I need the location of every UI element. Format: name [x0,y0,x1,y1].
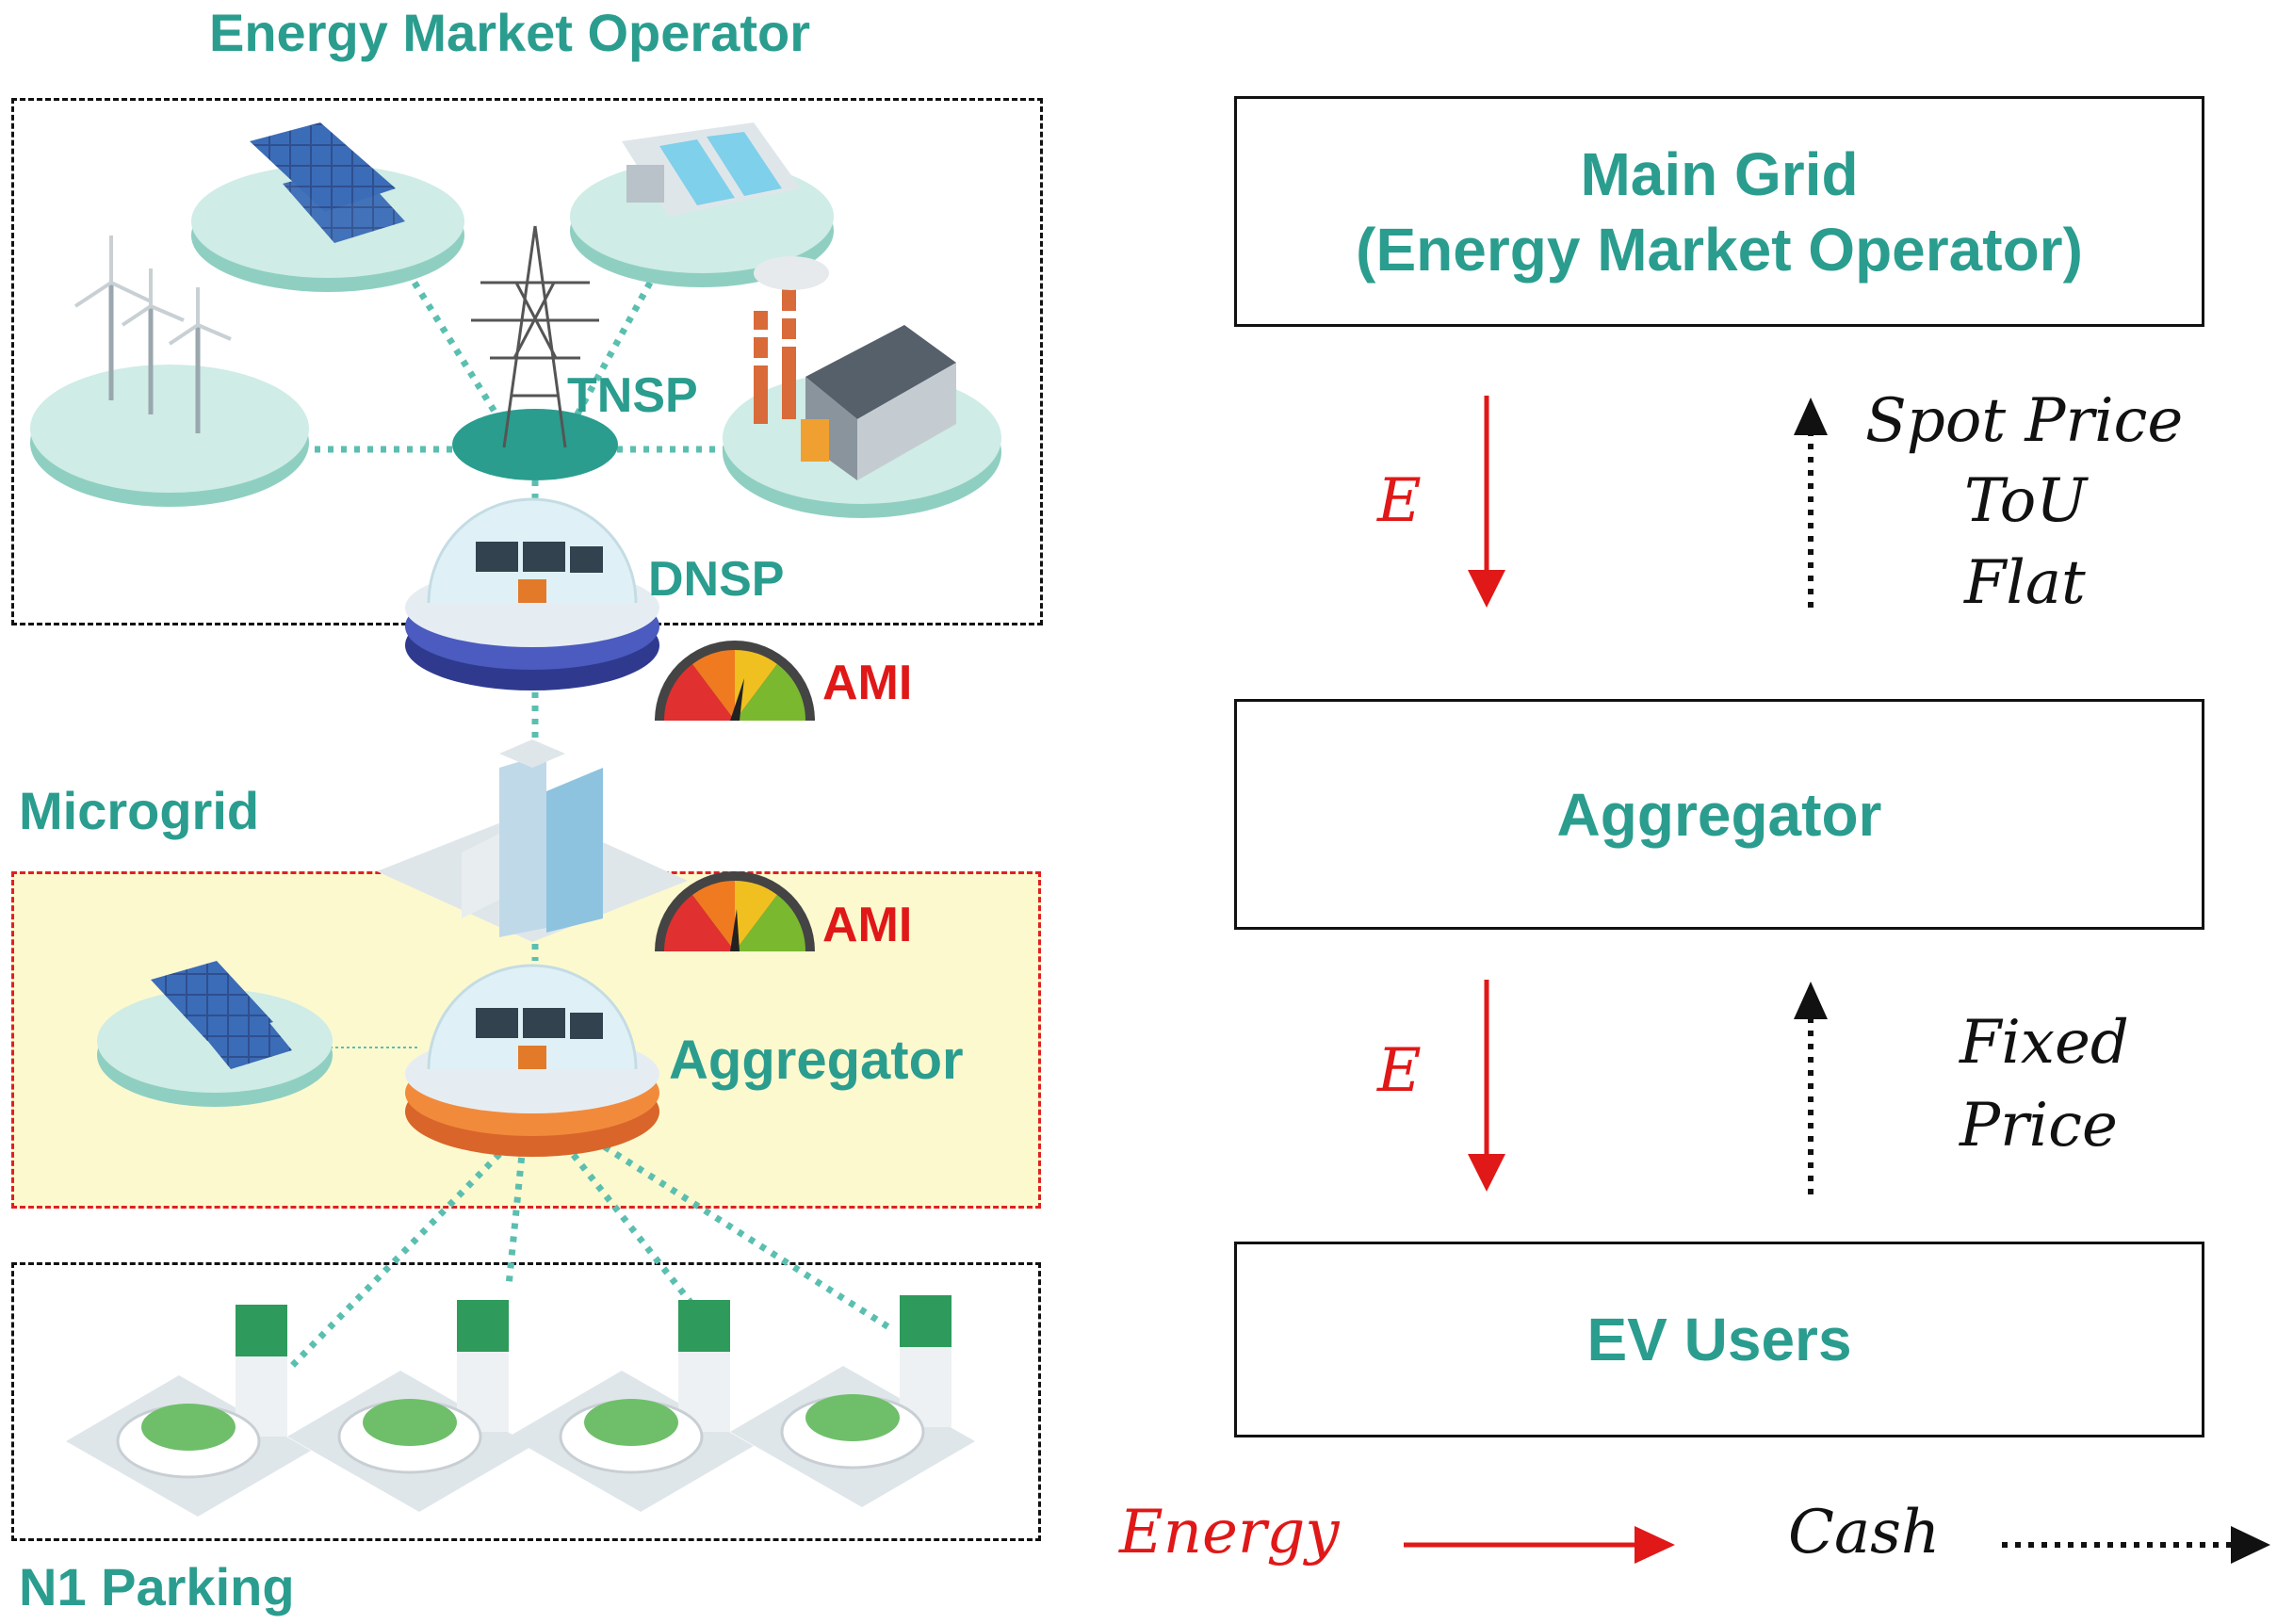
ev-users-box: EV Users [1234,1242,2204,1437]
ev-users-box-label: EV Users [1586,1306,1852,1373]
energy-arrow-bottom [1468,980,1505,1192]
power-plant-island [723,256,1001,518]
main-grid-box: Main Grid (Energy Market Operator) [1234,96,2204,327]
price-top-3: Flat [1964,548,2086,618]
legend-energy-label: Energy [1119,1498,1340,1567]
ami-meter-mid [655,871,815,951]
tnsp-label: TNSP [567,368,698,423]
main-grid-line2: (Energy Market Operator) [1356,215,2083,284]
microgrid-building [377,739,688,942]
aggregator-label-left: Aggregator [669,1030,964,1091]
aggregator-control-center [405,964,659,1157]
legend-cash-arrow [2002,1526,2270,1564]
energy-arrow-top [1468,396,1505,608]
aggregator-box: Aggregator [1234,699,2204,930]
ami-meter-top [655,641,815,721]
parking-zone [11,1262,1041,1541]
cash-arrow-top [1794,398,1828,608]
price-top-2: ToU [1964,466,2088,536]
wind-farm-island [30,235,309,507]
microgrid-label: Microgrid [19,781,260,840]
cash-arrow-bottom [1794,982,1828,1194]
n1-parking-label: N1 Parking [19,1557,295,1616]
ami-label-top: AMI [822,656,913,710]
energy-label-bottom: E [1377,1036,1422,1106]
hydro-dam-island [570,122,834,287]
energy-market-operator-title: Energy Market Operator [209,3,810,62]
legend-energy-arrow [1404,1526,1675,1564]
price-bottom-2: Price [1960,1091,2118,1161]
ami-label-mid: AMI [822,898,913,952]
legend-cash-label: Cash [1788,1498,1941,1567]
price-top-1: Spot Price [1865,386,2184,456]
transmission-tower [452,225,618,480]
aggregator-box-label: Aggregator [1556,780,1882,849]
price-bottom-1: Fixed [1960,1008,2129,1078]
aggregator-solar-island [97,961,333,1107]
ev-parking-bays [66,1295,975,1517]
solar-farm-island [191,122,464,292]
main-grid-line1: Main Grid [1580,139,1859,208]
dnsp-control-center [405,497,659,690]
energy-label-top: E [1377,466,1422,536]
dnsp-label: DNSP [648,552,785,607]
